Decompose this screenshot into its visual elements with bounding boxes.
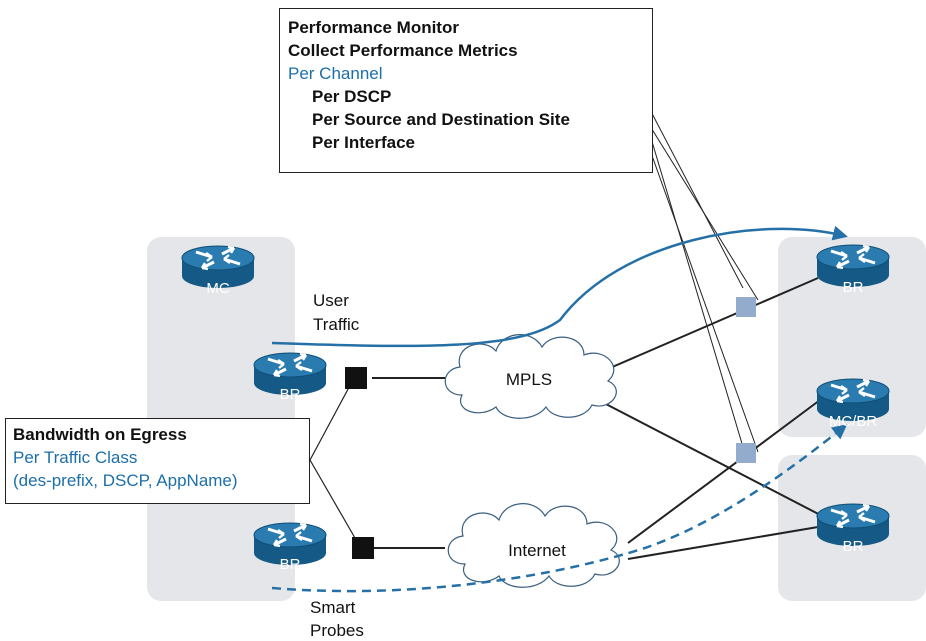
- smart-probes-label-line1: Smart: [310, 598, 356, 617]
- link-internet-branch-br-bottom: [627, 526, 819, 560]
- performance-monitor-callout: Performance Monitor Collect Performance …: [279, 8, 653, 173]
- link-mpls-branch-br-bottom: [601, 401, 831, 521]
- branch-mc-br-label: MC/BR: [829, 413, 878, 430]
- smart-probes-flow-arrow: [271, 424, 848, 593]
- user-traffic-label-line1: User: [313, 291, 349, 310]
- hub-br-top-label: BR: [280, 386, 301, 403]
- link-mpls-branch-br: [609, 277, 819, 369]
- monitor-square-bottom: [736, 443, 756, 463]
- performance-monitor-title: Performance Monitor: [288, 18, 459, 37]
- bandwidth-callout: Bandwidth on Egress Per Traffic Class (d…: [5, 418, 310, 504]
- hub-interface-square-mpls: [345, 367, 367, 389]
- metric-item: Per Interface: [312, 133, 415, 152]
- metric-item: Per DSCP: [312, 87, 392, 106]
- per-channel-label: Per Channel: [288, 64, 383, 83]
- mc-router-label: MC: [206, 280, 229, 297]
- monitor-callout-line: [644, 135, 759, 453]
- per-traffic-class-label: Per Traffic Class: [13, 448, 138, 467]
- hub-br-bottom-label: BR: [280, 556, 301, 573]
- branch-br-bottom-label: BR: [843, 538, 864, 555]
- performance-monitor-subtitle: Collect Performance Metrics: [288, 41, 518, 60]
- monitor-callout-line: [644, 117, 744, 448]
- smart-probes-label-line2: Probes: [310, 621, 364, 640]
- bandwidth-callout-line: [309, 459, 356, 539]
- user-traffic-label-line2: Traffic: [313, 315, 360, 334]
- monitor-square-top: [736, 297, 756, 317]
- bandwidth-callout-line: [309, 377, 355, 461]
- link-internet-mc-br: [627, 399, 821, 544]
- branch-site-top-background: [778, 237, 926, 437]
- user-traffic-flow-arrow: [271, 225, 848, 348]
- hub-interface-square-internet: [352, 537, 374, 559]
- metric-item: Per Source and Destination Site: [312, 110, 570, 129]
- bandwidth-title: Bandwidth on Egress: [13, 425, 187, 444]
- internet-cloud-label: Internet: [508, 541, 566, 560]
- branch-br-top-label: BR: [843, 279, 864, 296]
- monitor-callout-line: [644, 99, 744, 289]
- monitor-callout-line: [644, 117, 759, 301]
- mpls-cloud-label: MPLS: [506, 370, 552, 389]
- traffic-class-keys: (des-prefix, DSCP, AppName): [13, 471, 238, 490]
